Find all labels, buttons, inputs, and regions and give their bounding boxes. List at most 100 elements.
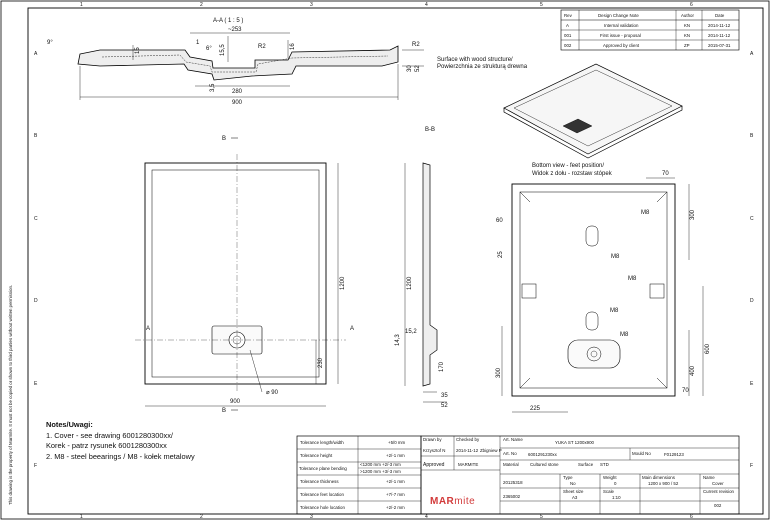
side-copyright-note: This drawing is the property of Marmite.…	[8, 285, 13, 505]
type-value: No	[570, 481, 576, 486]
section-a-right-label: A	[350, 326, 354, 332]
rev-row-3-rev: 002	[564, 43, 572, 48]
drawn-by-label: Drawn by	[423, 437, 442, 442]
art-name-value: YUKA ST 1200x900	[555, 440, 595, 445]
zone-bottom-4: 4	[425, 514, 428, 520]
main-dims-label: Main dimensions	[642, 475, 676, 480]
dim-angle-9: 9°	[47, 40, 53, 46]
dim-25: 25	[498, 251, 504, 258]
dim-170: 170	[439, 361, 445, 372]
rev-row-3-date: 2015-07-31	[708, 43, 731, 48]
art-no-value: 6001291230xx	[528, 452, 558, 457]
rev-row-3-note: Approved by client	[603, 43, 640, 48]
zone-left-a: A	[34, 51, 38, 57]
zone-right-b: B	[750, 133, 754, 139]
revision-table: Rev Design Change Note Author Date A Int…	[560, 9, 740, 51]
current-rev-label: Current revision	[703, 489, 735, 494]
dim-1200-bb: 1200	[407, 276, 413, 290]
tol-feet-label: Tolerance feet location	[300, 492, 344, 497]
drain-boss-bottom	[567, 339, 621, 369]
section-bb: B-B 1200 15,2 14,3 170 35 52	[395, 127, 448, 409]
m8-label-5: M8	[620, 332, 629, 338]
drawing-number: 20125318	[503, 480, 523, 485]
dim-15: 15	[135, 47, 141, 54]
dim-15-5: 15,5	[220, 44, 226, 56]
zone-top-1: 1	[80, 2, 83, 8]
rev-row-1-rev: A	[566, 23, 569, 28]
isometric-view	[503, 63, 683, 159]
surface-label: Surface	[578, 462, 594, 467]
zone-left-f: F	[34, 463, 37, 469]
section-aa: A-A ( 1 : 5 ) ~253 15,5 R2 16 R2 15 9° 6…	[47, 18, 424, 106]
rev-row-2-rev: 001	[564, 33, 572, 38]
sheet-size-label: Sheet size	[563, 489, 584, 494]
tol-thickness-label: Tolerance thickness	[300, 479, 339, 484]
tol-length-value: +5/0 mm	[388, 440, 406, 445]
approved-status: Approved	[423, 462, 445, 468]
sheet-size-value: A3	[572, 495, 578, 500]
zone-right-c: C	[750, 216, 754, 222]
wood-note-line-1: Surface with wood structure/	[437, 57, 513, 63]
type-label: Type	[563, 475, 573, 480]
weight-value: 0	[614, 481, 617, 486]
part-code: 2365002	[503, 494, 521, 499]
art-name-label: Art. Name	[503, 437, 523, 442]
bottom-note-line-1: Bottom view - feet position/	[532, 163, 604, 169]
material-value: Cultured stone	[530, 462, 559, 467]
tol-hole-value: +2/-2 mm	[386, 505, 405, 510]
zone-top-6: 6	[690, 2, 693, 8]
dim-225: 225	[530, 406, 541, 412]
tol-hole-label: Tolerance hole location	[300, 505, 345, 510]
note-line-2: Korek - patrz rysunek 6001280300xx	[46, 441, 167, 450]
current-rev-value: 002	[714, 503, 722, 508]
dim-70-top: 70	[662, 171, 669, 177]
dim-diameter-90: ⌀ 90	[266, 390, 279, 396]
notes-block: Notes/Uwagi: 1. Cover - see drawing 6001…	[46, 420, 195, 461]
dim-900-top: 900	[232, 100, 243, 106]
section-a-left-label: A	[146, 326, 150, 332]
zone-right-a: A	[750, 51, 754, 57]
dim-52-top: 52	[415, 65, 421, 72]
dim-16: 16	[290, 43, 296, 50]
zone-left-d: D	[34, 298, 38, 304]
bottom-note-line-2: Widok z dołu - rozstaw stópek	[532, 171, 613, 177]
drawn-by-name: Krzysztof N	[423, 448, 445, 453]
zone-bottom-1: 1	[80, 514, 83, 520]
tolerance-table: Tolerance length/width +5/0 mm Tolerance…	[296, 435, 422, 515]
tol-feet-value: +7/-7 mm	[386, 492, 405, 497]
m8-label-1: M8	[641, 210, 650, 216]
wood-note-line-2: Powierzchnia ze strukturą drewna	[437, 64, 528, 70]
zone-right-f: F	[750, 463, 753, 469]
rev-header-note: Design Change Note	[598, 13, 639, 18]
dim-230: 230	[318, 357, 324, 368]
dim-r2-b: R2	[412, 42, 420, 48]
plan-view: B B A A 1200 230 900 ⌀ 90	[135, 136, 354, 414]
rev-header-author: Author	[681, 13, 694, 18]
dim-1: 1	[196, 40, 200, 46]
tol-bending-value-2: >1200 mm +3/-3 mm	[360, 469, 401, 474]
scale-label: Scale	[603, 489, 615, 494]
tol-height-value: +2/-1 mm	[386, 453, 405, 458]
section-bb-profile	[422, 162, 438, 387]
section-aa-profile	[77, 45, 399, 81]
rev-row-1-date: 2014-11-12	[708, 23, 731, 28]
notes-title: Notes/Uwagi:	[46, 420, 93, 429]
rev-row-3-author: ZP	[684, 43, 690, 48]
dim-253: ~253	[228, 27, 242, 33]
m8-label-3: M8	[628, 276, 637, 282]
name-value: Cover	[712, 481, 724, 486]
section-aa-title: A-A ( 1 : 5 )	[213, 18, 243, 24]
dim-r2-a: R2	[258, 44, 266, 50]
dim-60: 60	[496, 218, 503, 224]
note-line-1: 1. Cover - see drawing 6001280300xx/	[46, 431, 174, 440]
title-block: Drawn by Checked by Krzysztof N 2014-11-…	[420, 435, 740, 515]
section-b-top-label: B	[222, 136, 226, 142]
rev-row-2-date: 2014-11-12	[708, 33, 731, 38]
tol-height-label: Tolerance height	[300, 453, 333, 458]
dim-300-bottom: 300	[496, 367, 502, 378]
tol-thickness-value: +2/-1 mm	[386, 479, 405, 484]
dim-900-plan: 900	[230, 399, 241, 405]
scale-value: 1:10	[612, 495, 621, 500]
